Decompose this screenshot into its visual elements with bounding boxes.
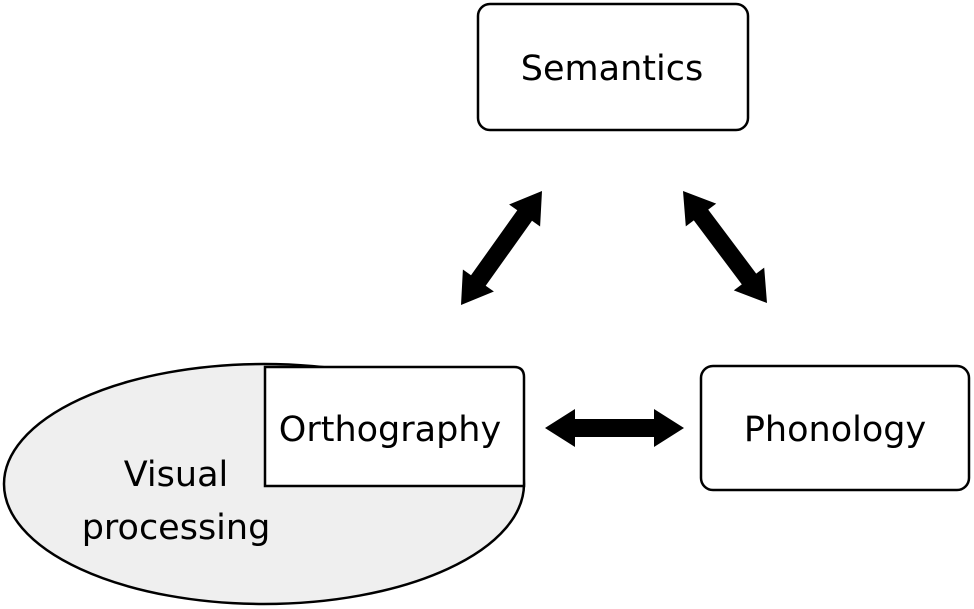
semantics-label: Semantics [521,49,703,89]
semantics-box [476,2,750,132]
orthography-box [263,365,526,488]
arrow-orthography-semantics [461,191,542,305]
arrow-orthography-phonology [545,409,684,447]
orthography-label: Orthography [279,410,501,450]
phonology-box [699,364,971,492]
phonology-label: Phonology [744,410,926,450]
visual-processing-label-line2: processing [82,508,271,548]
arrow-semantics-phonology [683,191,767,303]
visual-processing-label-line1: Visual [124,455,229,495]
